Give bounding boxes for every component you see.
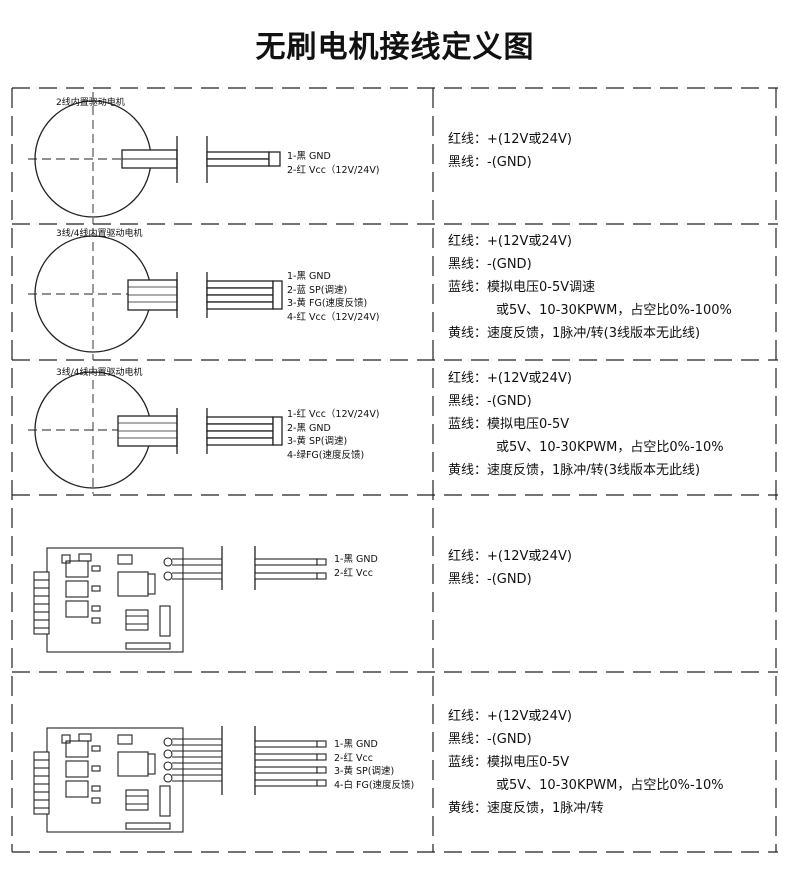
wire-label: 3-黄 SP(调速) (287, 436, 348, 447)
wire-label: 2-黑 GND (287, 422, 331, 434)
desc-line: 蓝线：模拟电压0-5V (448, 755, 570, 770)
desc-line: 或5V、10-30KPWM，占空比0%-100% (496, 303, 732, 318)
wire-labels: 1-黑 GND 2-红 Vcc 3-黄 SP(调速) 4-白 FG(速度反馈) (334, 738, 414, 792)
desc-line: 黄线：速度反馈，1脉冲/转(3线版本无此线) (448, 463, 701, 478)
wire-label: 3-黄 FG(速度反馈) (287, 298, 368, 309)
wire-description: 红线：+(12V或24V) 黑线：-(GND) (448, 128, 572, 174)
wire-labels: 1-黑 GND 2-蓝 SP(调速) 3-黄 FG(速度反馈) 4-红 Vcc（… (287, 270, 380, 324)
wire-labels: 1-红 Vcc（12V/24V) 2-黑 GND 3-黄 SP(调速) 4-绿F… (287, 408, 380, 462)
desc-line: 黑线：-(GND) (448, 257, 532, 272)
diagram-label: 3线/4线内置驱动电机 (56, 229, 143, 239)
wire-label: 2-红 Vcc（12V/24V) (287, 164, 380, 176)
desc-line: 或5V、10-30KPWM，占空比0%-10% (496, 440, 724, 455)
desc-line: 蓝线：模拟电压0-5V (448, 417, 570, 432)
wire-description: 红线：+(12V或24V) 黑线：-(GND) (448, 545, 572, 591)
desc-line: 黑线：-(GND) (448, 572, 532, 587)
desc-line: 黑线：-(GND) (448, 394, 532, 409)
wire-label: 4-红 Vcc（12V/24V) (287, 311, 380, 323)
wire-label: 3-黄 SP(调速) (334, 766, 395, 777)
driver-board-2wire (33, 546, 327, 653)
wire-label: 1-红 Vcc（12V/24V) (287, 409, 380, 420)
wire-labels: 1-黑 GND 2-红 Vcc (334, 553, 378, 580)
wire-label: 2-红 Vcc (334, 567, 373, 579)
desc-line: 黑线：-(GND) (448, 732, 532, 747)
diagram-label: 2线内置驱动电机 (56, 98, 125, 108)
wire-label: 1-黑 GND (287, 151, 331, 162)
wire-label: 4-白 FG(速度反馈) (334, 779, 415, 791)
desc-line: 红线：+(12V或24V) (448, 234, 572, 249)
desc-line: 红线：+(12V或24V) (448, 371, 572, 386)
motor-drawing-4wire-a (28, 228, 283, 360)
wire-label: 1-黑 GND (334, 739, 378, 750)
desc-line: 黑线：-(GND) (448, 155, 532, 170)
motor-drawing-4wire-b (28, 366, 283, 494)
desc-line: 红线：+(12V或24V) (448, 549, 572, 564)
table-grid (11, 87, 778, 853)
wire-description: 红线：+(12V或24V) 黑线：-(GND) 蓝线：模拟电压0-5V调速 或5… (448, 230, 732, 345)
wire-labels: 1-黑 GND 2-红 Vcc（12V/24V) (287, 150, 380, 177)
driver-board-4wire (33, 726, 327, 833)
desc-line: 黄线：速度反馈，1脉冲/转 (448, 801, 604, 816)
diagram-label: 3线/4线内置驱动电机 (56, 368, 143, 378)
wire-label: 4-绿FG(速度反馈) (287, 449, 365, 461)
wire-label: 2-红 Vcc (334, 752, 373, 764)
desc-line: 黄线：速度反馈，1脉冲/转(3线版本无此线) (448, 326, 701, 341)
desc-line: 红线：+(12V或24V) (448, 132, 572, 147)
wire-label: 2-蓝 SP(调速) (287, 284, 348, 296)
motor-drawing-2wire (28, 92, 281, 224)
wire-label: 1-黑 GND (287, 271, 331, 282)
wire-label: 1-黑 GND (334, 554, 378, 565)
wire-description: 红线：+(12V或24V) 黑线：-(GND) 蓝线：模拟电压0-5V 或5V、… (448, 705, 724, 820)
desc-line: 蓝线：模拟电压0-5V调速 (448, 280, 596, 295)
desc-line: 红线：+(12V或24V) (448, 709, 572, 724)
wire-description: 红线：+(12V或24V) 黑线：-(GND) 蓝线：模拟电压0-5V 或5V、… (448, 367, 724, 482)
page-title: 无刷电机接线定义图 (255, 30, 535, 65)
desc-line: 或5V、10-30KPWM，占空比0%-10% (496, 778, 724, 793)
